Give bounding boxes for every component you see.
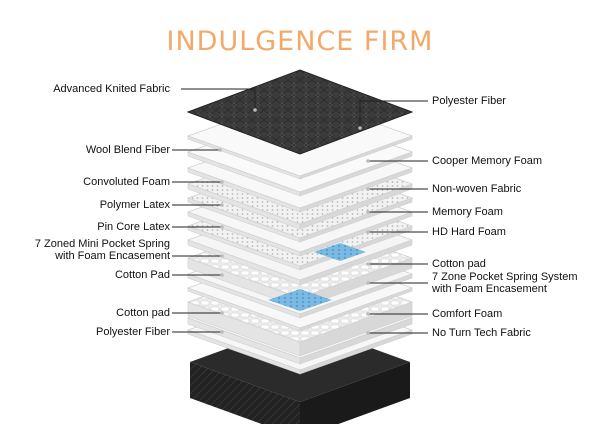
- leader-right-dot-8: [366, 331, 370, 335]
- label-line: Convoluted Foam: [83, 176, 170, 188]
- leader-left-dot-0: [253, 108, 257, 112]
- leader-right-dot-2: [366, 187, 370, 191]
- label-line: Polymer Latex: [99, 199, 170, 211]
- leader-left-dot-3: [220, 203, 224, 207]
- right-label-5: Cotton pad: [432, 258, 486, 270]
- label-line: Cooper Memory Foam: [432, 155, 543, 167]
- diagram-title: INDULGENCE FIRM: [166, 26, 434, 57]
- label-line: Comfort Foam: [432, 308, 503, 320]
- leader-right-dot-4: [366, 230, 370, 234]
- left-label-2: Convoluted Foam: [83, 176, 170, 188]
- left-label-0: Advanced Knited Fabric: [53, 83, 170, 95]
- label-line: Wool Blend Fiber: [85, 144, 170, 156]
- label-line: Non-woven Fabric: [432, 183, 522, 195]
- label-line: Polyester Fiber: [96, 326, 170, 338]
- left-label-7: Cotton pad: [116, 307, 170, 319]
- label-line: Polyester Fiber: [432, 95, 506, 107]
- leader-right-dot-3: [366, 210, 370, 214]
- label-line: Cotton pad: [116, 307, 170, 319]
- right-label-7: Comfort Foam: [432, 308, 502, 320]
- label-line: 7 Zone Pocket Spring System: [432, 271, 578, 283]
- right-label-4: HD Hard Foam: [432, 226, 506, 238]
- layer-advanced-knited-fabric: [186, 69, 414, 155]
- right-label-8: No Turn Tech Fabric: [432, 327, 531, 339]
- leader-right-dot-5: [366, 262, 370, 266]
- label-line: with Foam Encasement: [432, 283, 547, 295]
- label-line: Advanced Knited Fabric: [53, 83, 170, 95]
- leader-right-dot-7: [366, 312, 370, 316]
- right-label-1: Cooper Memory Foam: [432, 155, 542, 167]
- leader-right-dot-0: [358, 126, 362, 130]
- right-label-0: Polyester Fiber: [432, 95, 506, 107]
- leader-right-dot-1: [366, 159, 370, 163]
- label-line: No Turn Tech Fabric: [432, 327, 531, 339]
- label-line: HD Hard Foam: [432, 226, 506, 238]
- left-label-4: Pin Core Latex: [97, 221, 170, 233]
- leader-left-dot-1: [218, 148, 222, 152]
- leader-left-dot-4: [220, 225, 224, 229]
- right-label-2: Non-woven Fabric: [432, 183, 521, 195]
- left-label-1: Wool Blend Fiber: [86, 144, 170, 156]
- label-line: with Foam Encasement: [55, 250, 170, 262]
- left-label-8: Polyester Fiber: [96, 326, 170, 338]
- right-label-3: Memory Foam: [432, 206, 503, 218]
- label-line: Cotton pad: [432, 258, 486, 270]
- mattress-layers: [186, 69, 414, 424]
- leader-left-dot-8: [220, 330, 224, 334]
- left-label-3: Polymer Latex: [100, 199, 170, 211]
- label-leader-lines: [172, 88, 428, 334]
- leader-left-dot-5: [220, 254, 224, 258]
- pocket-spring-blue-zone: [268, 289, 332, 311]
- mini-spring-blue-zone: [314, 243, 366, 261]
- label-line: Cotton Pad: [114, 269, 170, 281]
- leader-right-dot-6: [366, 281, 370, 285]
- left-label-6: Cotton Pad: [115, 269, 170, 281]
- label-line: Memory Foam: [432, 206, 503, 218]
- label-line: 7 Zoned Mini Pocket Spring: [34, 238, 170, 250]
- label-line: Pin Core Latex: [97, 221, 170, 233]
- leader-endpoints: [218, 108, 370, 335]
- leader-left-dot-6: [220, 273, 224, 277]
- leader-left-dot-2: [220, 180, 224, 184]
- leader-left-dot-7: [220, 311, 224, 315]
